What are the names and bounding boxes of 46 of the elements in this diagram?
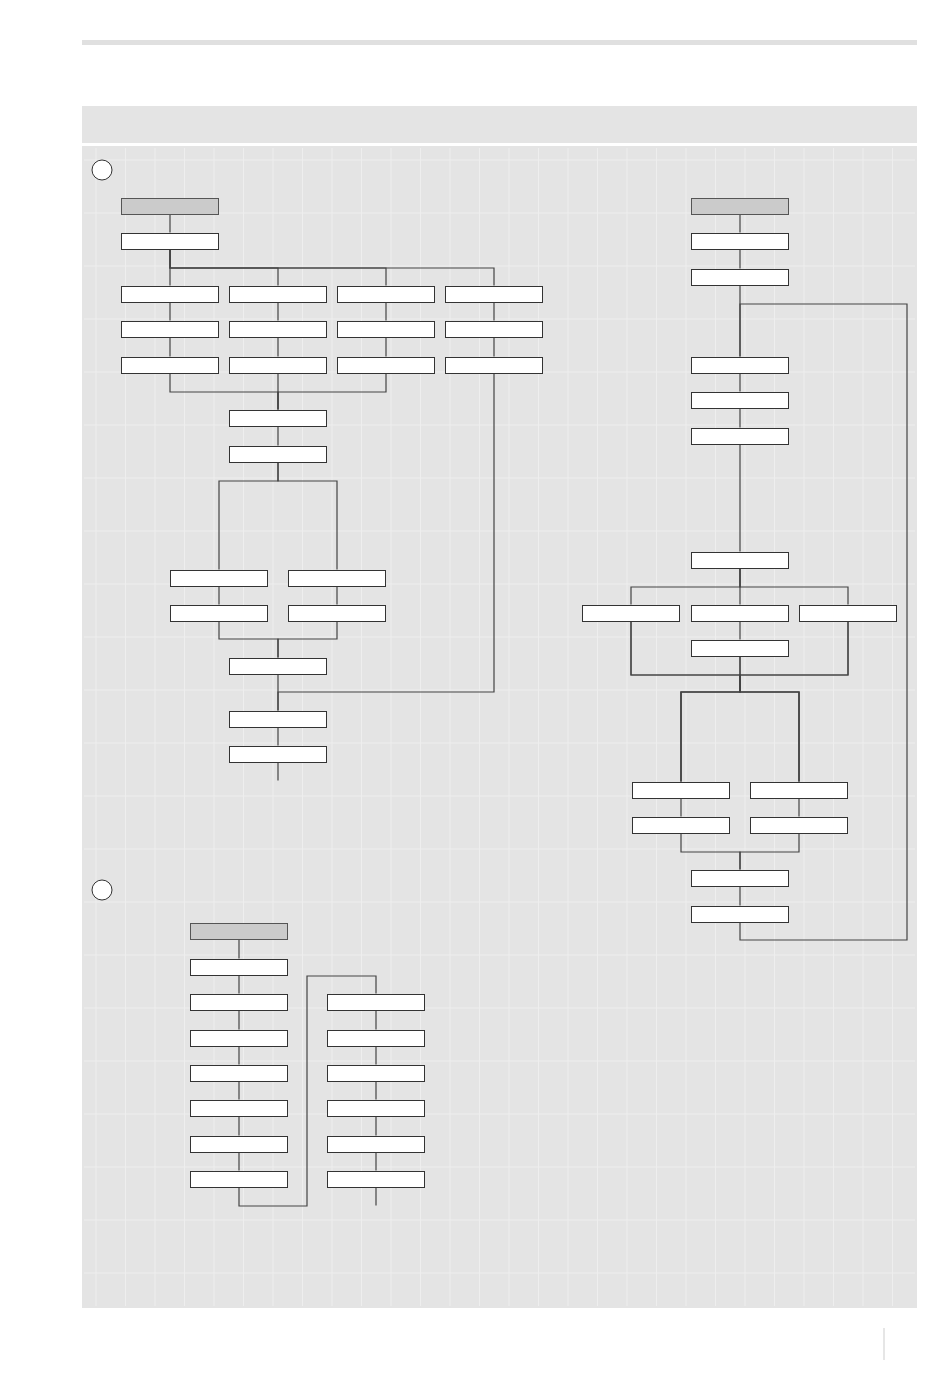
connector-line: [277, 761, 279, 782]
connector-line: [277, 301, 279, 322]
connector-line: [277, 620, 338, 659]
connector-line: [238, 974, 240, 995]
connector-line: [238, 938, 240, 960]
connector-line: [375, 1045, 377, 1066]
connector-line: [277, 461, 338, 571]
connector-line: [739, 620, 849, 783]
connector-line: [238, 975, 377, 1207]
connector-line: [739, 443, 741, 553]
connector-line: [739, 567, 849, 606]
connector-line: [739, 372, 741, 393]
connector-line: [739, 213, 741, 234]
connector-line: [385, 301, 387, 322]
connector-line: [739, 303, 908, 941]
connector-line: [238, 1115, 240, 1137]
connector-line: [169, 248, 495, 287]
connector-line: [739, 620, 741, 641]
connector-line: [739, 832, 800, 871]
connector-line: [169, 336, 171, 358]
connector-line: [218, 585, 220, 606]
connector-line: [739, 885, 741, 907]
connector-line: [739, 248, 741, 270]
connector-line: [493, 336, 495, 358]
connector-line: [798, 797, 800, 818]
connector-line: [375, 1080, 377, 1101]
connector-line: [277, 336, 279, 358]
connector-line: [169, 301, 171, 322]
connector-line: [493, 301, 495, 322]
connector-line: [375, 1186, 377, 1207]
connector-line: [277, 726, 279, 747]
connector-line: [680, 797, 682, 818]
connector-line: [238, 1045, 240, 1066]
connector-line: [277, 372, 495, 712]
connector-line: [238, 1009, 240, 1031]
connector-line: [336, 585, 338, 606]
connector-line: [375, 1151, 377, 1172]
connector-line: [739, 407, 741, 429]
connector-line: [238, 1151, 240, 1172]
connector-line: [385, 336, 387, 358]
connector-line: [375, 1115, 377, 1137]
connector-line: [238, 1080, 240, 1101]
connector-line: [277, 372, 387, 411]
connector-line: [277, 425, 279, 447]
connector-line: [169, 213, 171, 234]
connector-line: [375, 1009, 377, 1031]
